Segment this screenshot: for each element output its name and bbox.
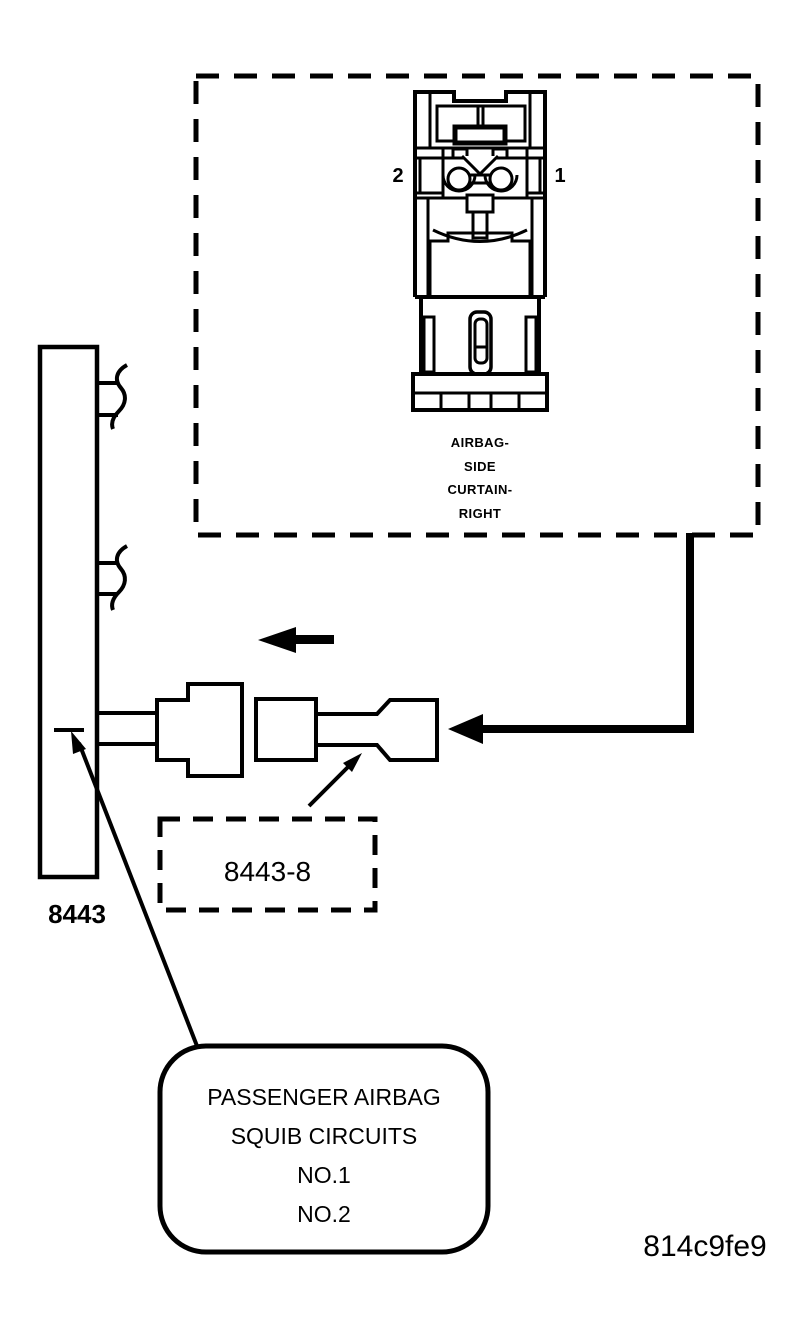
- connector-detail-dashed-box: [193, 73, 761, 538]
- pointer-arrows: [71, 731, 362, 1047]
- pin-2-cavity: [446, 166, 472, 192]
- srs-module-drawing: [37, 344, 129, 880]
- index-tab-right: [491, 147, 509, 160]
- lead-line-vertical: [686, 533, 694, 731]
- connector-name-line-3: CURTAIN-: [447, 482, 513, 498]
- pin-1-cavity: [488, 166, 514, 192]
- connector-drawing: [411, 90, 549, 412]
- connector-name-line-4: RIGHT: [458, 506, 502, 522]
- callout-line-1: PASSENGER AIRBAG: [207, 1084, 441, 1110]
- module-label: 8443: [48, 899, 106, 929]
- inline-connector-label: 8443-8: [223, 856, 312, 887]
- callout-rounded-box: [157, 1043, 491, 1255]
- flow-arrows: [258, 533, 694, 744]
- callout-line-2: SQUIB CIRCUITS: [230, 1123, 418, 1149]
- callout-leader-line: [77, 742, 199, 1047]
- lead-line-horizontal: [482, 725, 694, 733]
- left-flow-arrowhead: [258, 627, 296, 653]
- index-tab-left: [451, 147, 469, 160]
- callout-line-4: NO.2: [297, 1201, 351, 1227]
- inline-connector-drawing: [97, 682, 439, 778]
- inline-connector-female-half: [254, 697, 318, 762]
- connector-name-line-1: AIRBAG-: [450, 435, 510, 450]
- wire-break-symbol-bottom: [110, 544, 129, 611]
- terminal-pointer-arrowhead: [343, 753, 362, 772]
- connector-name-label: AIRBAG- SIDE CURTAIN- RIGHT: [400, 431, 560, 526]
- inline-connector-male-half: [155, 682, 244, 778]
- callout-arrowhead: [71, 731, 86, 754]
- callout-text: PASSENGER AIRBAG SQUIB CIRCUITS NO.1 NO.…: [160, 1078, 488, 1234]
- pin-label-1: 1: [554, 165, 566, 187]
- inline-connector-dashed-box: [157, 816, 378, 913]
- callout-line-3: NO.1: [297, 1162, 351, 1188]
- terminal-lead: [316, 698, 439, 762]
- pin-label-2: 2: [392, 165, 404, 187]
- lead-line-arrowhead: [448, 714, 483, 744]
- wire-break-symbol-top: [110, 363, 129, 430]
- connector-name-line-2: SIDE: [464, 458, 496, 474]
- figure-code: 814c9fe9: [643, 1230, 767, 1263]
